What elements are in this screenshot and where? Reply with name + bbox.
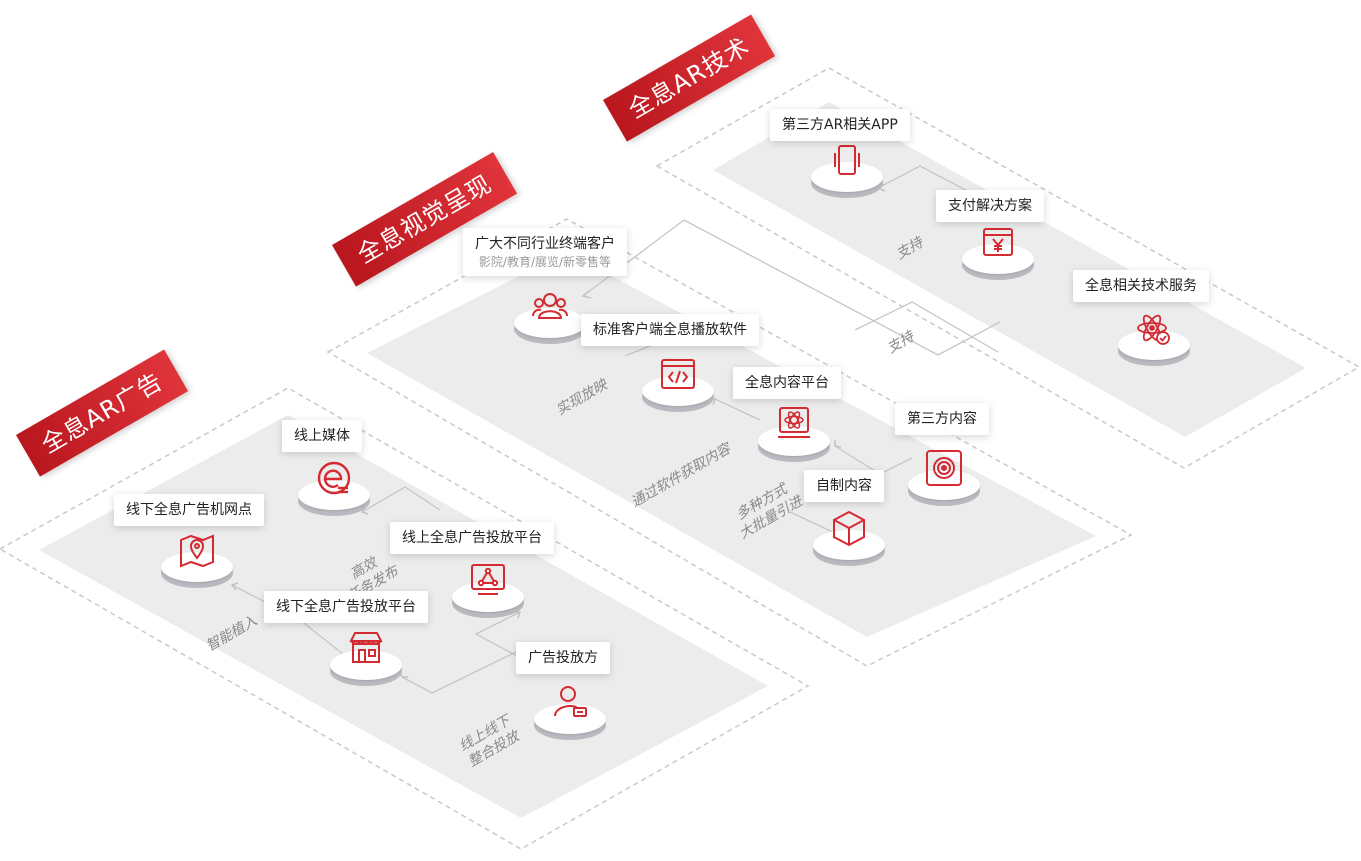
label-third-party-app: 第三方AR相关APP — [770, 109, 910, 141]
label-offline-platform: 线下全息广告投放平台 — [264, 591, 428, 623]
node-tech-service — [1118, 314, 1190, 368]
label-third-party-content: 第三方内容 — [895, 403, 989, 435]
node-third-party-content — [908, 450, 980, 508]
cube-icon — [829, 508, 869, 548]
label-self-content: 自制内容 — [804, 470, 884, 502]
node-player-software — [642, 359, 714, 414]
e-logo-icon — [314, 458, 354, 498]
yen-window-icon — [978, 222, 1018, 262]
code-window-icon — [658, 354, 698, 394]
label-content-platform: 全息内容平台 — [733, 367, 841, 399]
label-advertiser: 广告投放方 — [516, 642, 610, 674]
users-icon — [530, 286, 570, 326]
label-offline-points: 线下全息广告机网点 — [114, 494, 264, 526]
phone-icon — [827, 140, 867, 180]
node-disc — [534, 704, 606, 734]
store-icon — [346, 628, 386, 668]
label-tech-service: 全息相关技术服务 — [1073, 270, 1209, 302]
label-online-platform: 线上全息广告投放平台 — [390, 522, 554, 554]
node-disc — [514, 308, 586, 338]
node-offline-platform — [330, 632, 402, 688]
node-disc — [811, 162, 883, 192]
node-third-party-app — [811, 145, 883, 200]
atom-monitor-icon — [774, 404, 814, 444]
label-customers-sub: 影院/教育/展览/新零售等 — [478, 255, 612, 269]
node-online-media — [298, 461, 370, 518]
node-online-platform — [452, 564, 524, 620]
node-advertiser — [534, 686, 606, 742]
label-online-media: 线上媒体 — [282, 420, 362, 452]
node-disc — [452, 582, 524, 612]
label-customers: 广大不同行业终端客户 影院/教育/展览/新零售等 — [463, 228, 627, 276]
node-disc — [642, 376, 714, 406]
map-pin-icon — [177, 530, 217, 570]
node-payment — [962, 228, 1034, 282]
connector-lines — [231, 165, 1001, 694]
node-customers — [514, 293, 586, 346]
label-payment: 支付解决方案 — [936, 190, 1044, 222]
node-self-content — [813, 510, 885, 568]
circle-arrows-icon — [924, 448, 964, 488]
label-player-software: 标准客户端全息播放软件 — [581, 314, 759, 346]
label-customers-title: 广大不同行业终端客户 — [475, 236, 615, 252]
node-disc — [298, 480, 370, 510]
network-monitor-icon — [468, 560, 508, 600]
atom-check-icon — [1134, 308, 1174, 348]
user-card-icon — [550, 682, 590, 722]
node-offline-points — [161, 534, 233, 590]
node-content-platform — [758, 407, 830, 464]
